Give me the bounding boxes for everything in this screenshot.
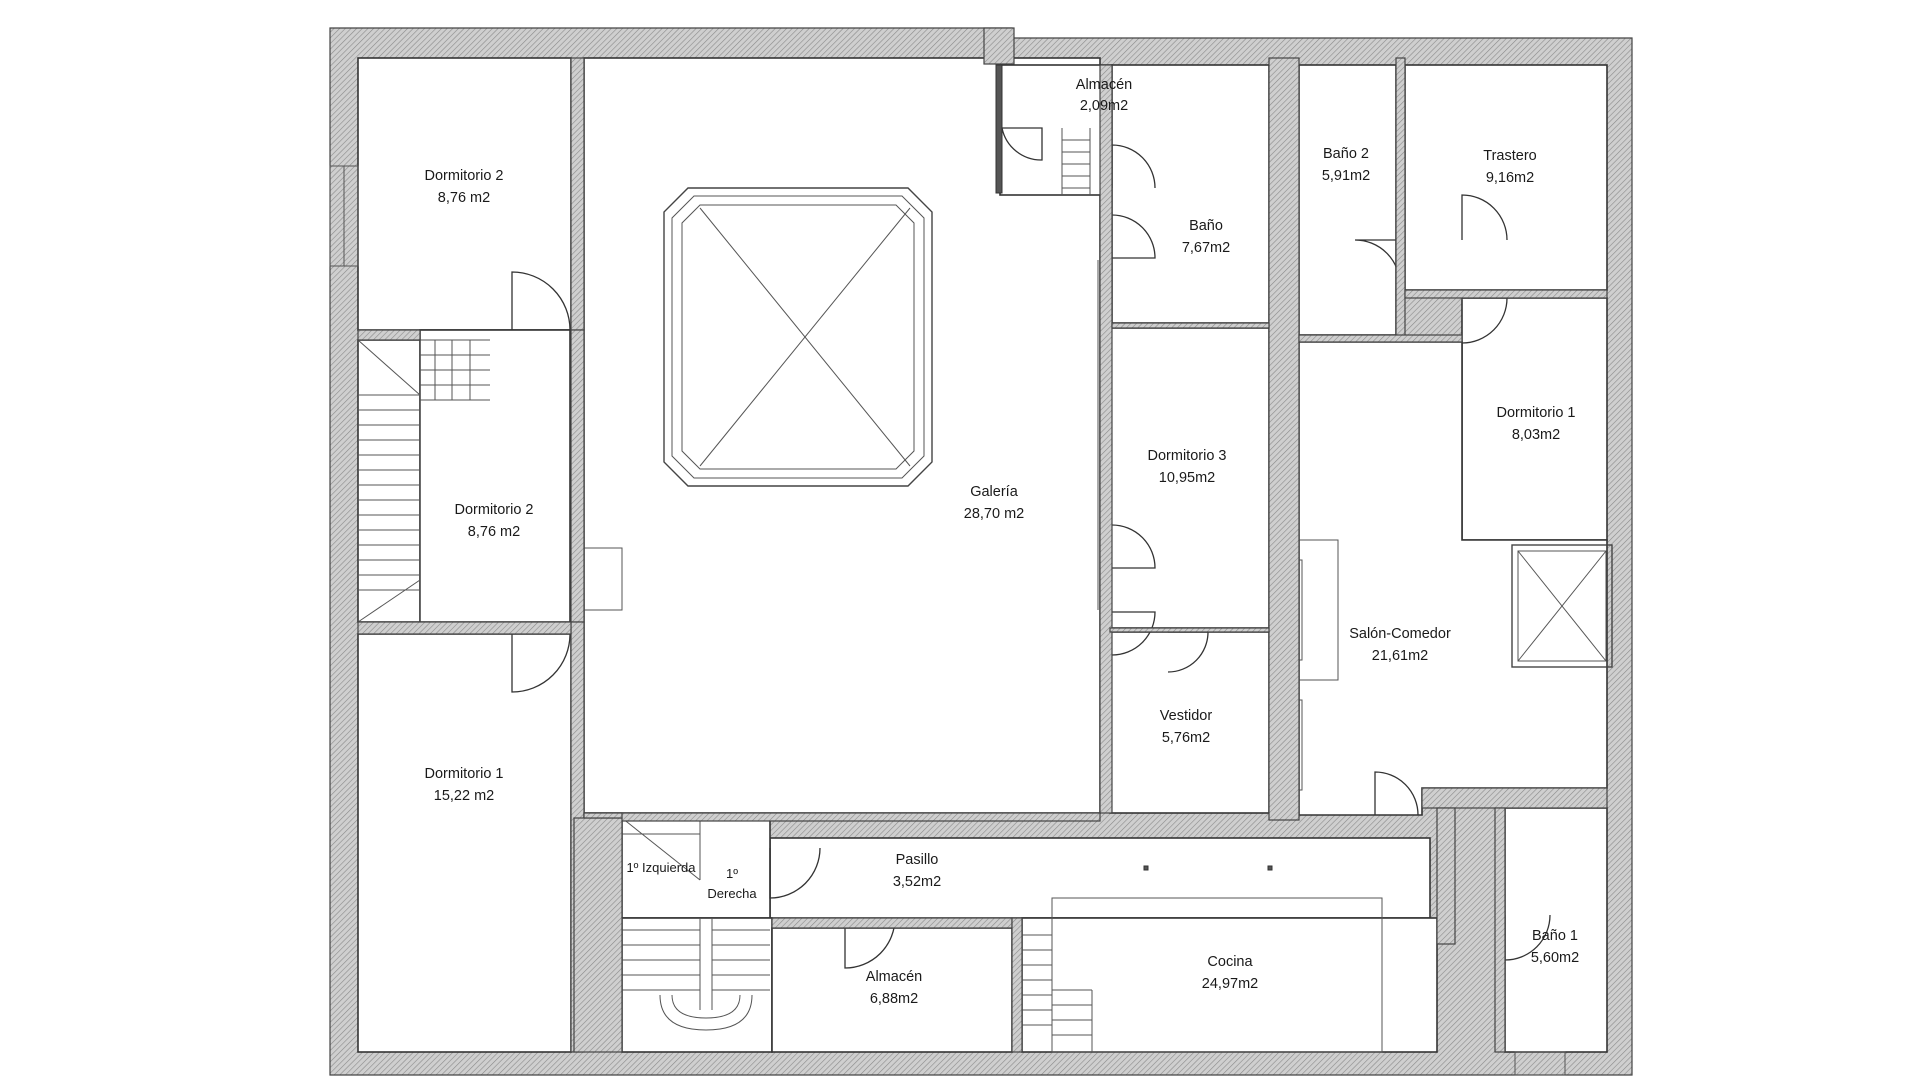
label-dormitorio2-top: Dormitorio 2 [425,168,504,184]
door-salon-bottom [1374,771,1419,816]
area-dormitorio1-left: 15,22 m2 [434,788,494,804]
area-bano2: 5,91m2 [1322,168,1370,184]
label-cocina: Cocina [1207,954,1253,970]
label-dormitorio3: Dormitorio 3 [1148,448,1227,464]
label-trastero: Trastero [1483,148,1536,164]
door-vestidor [1167,631,1209,673]
room-trastero [1404,64,1608,291]
label-bano2: Baño 2 [1323,146,1369,162]
area-dormitorio3: 10,95m2 [1159,470,1215,486]
room-dormitorio2-top [357,57,572,331]
door-dormitorio3-b [1111,611,1156,656]
label-bano1: Baño 1 [1532,928,1578,944]
label-landing-derecha: Derecha [707,886,757,901]
room-labels: Dormitorio 2 8,76 m2 Dormitorio 2 8,76 m… [425,77,1580,1007]
salon-skylight [1511,544,1613,668]
label-dormitorio2-mid: Dormitorio 2 [455,502,534,518]
area-galeria: 28,70 m2 [964,506,1024,522]
room-stair-bottom [621,917,773,1053]
room-stair-left [357,339,421,623]
door-trastero [1461,194,1508,241]
room-dormitorio1-left [357,633,572,1053]
door-almacen-top [1001,127,1043,161]
label-salon: Salón-Comedor [1349,626,1451,642]
label-almacen-bottom: Almacén [866,969,922,985]
room-bano [1111,64,1270,324]
area-bano: 7,67m2 [1182,240,1230,256]
label-dormitorio1-left: Dormitorio 1 [425,766,504,782]
door-dormitorio1-right [1461,297,1508,344]
label-dormitorio1-right: Dormitorio 1 [1497,405,1576,421]
area-dormitorio2-mid: 8,76 m2 [468,524,520,540]
door-dormitorio3 [1111,524,1156,569]
label-bano: Baño [1189,218,1223,234]
room-almacen-bottom [771,927,1013,1053]
label-vestidor: Vestidor [1160,708,1213,724]
area-cocina: 24,97m2 [1202,976,1258,992]
door-bano-lower [1111,214,1156,259]
area-pasillo: 3,52m2 [893,874,941,890]
area-dormitorio1-right: 8,03m2 [1512,427,1560,443]
label-pasillo: Pasillo [896,852,939,868]
label-landing-izquierda: 1º Izquierda [626,860,696,875]
room-bano1 [1504,807,1608,1053]
label-almacen-top: Almacén [1076,77,1132,93]
room-bano2 [1298,64,1397,336]
label-landing-derecha-num: 1º [726,866,738,881]
room-dormitorio1-right [1461,297,1608,541]
door-dormitorio2-top [511,271,571,331]
room-dormitorio2-mid [419,329,571,623]
staircase-top [1061,128,1091,195]
room-almacen-top [999,64,1113,196]
label-galeria: Galería [970,484,1018,500]
door-landing [769,847,821,899]
room-dormitorio3 [1109,327,1270,629]
door-bano1 [1504,914,1551,961]
area-trastero: 9,16m2 [1486,170,1534,186]
room-vestidor [1109,631,1270,814]
area-bano1: 5,60m2 [1531,950,1579,966]
staircase-left [357,339,490,623]
area-almacen-top: 2,09m2 [1080,98,1128,114]
area-salon: 21,61m2 [1372,648,1428,664]
area-vestidor: 5,76m2 [1162,730,1210,746]
door-dormitorio1-left [511,633,571,693]
door-bano [1111,144,1156,189]
room-interiors [357,57,1608,1053]
area-dormitorio2-top: 8,76 m2 [438,190,490,206]
room-cocina [1021,917,1438,1053]
atrium-skylight [663,187,933,487]
area-almacen-bottom: 6,88m2 [870,991,918,1007]
interior-walls [357,57,1608,1053]
room-pasillo [769,837,1431,919]
